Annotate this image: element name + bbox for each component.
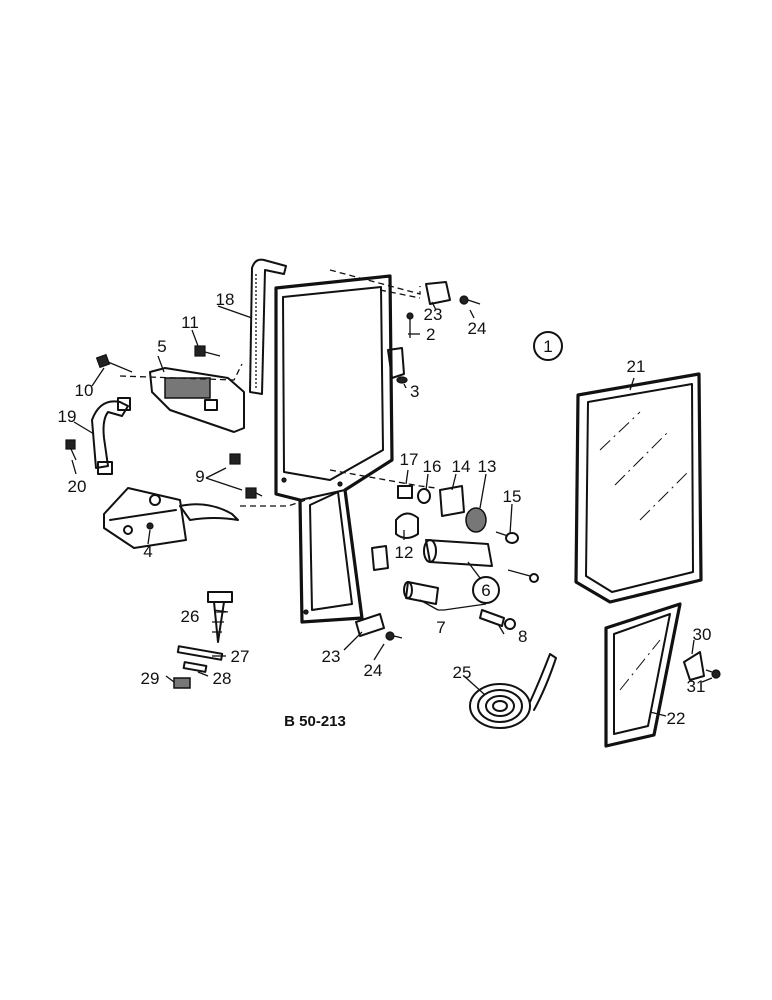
callout-11: 11 [181,313,199,332]
callout-31: 31 [687,677,706,696]
callout-24-lower: 24 [364,661,383,680]
group-number-circle [533,331,563,361]
door-frame [274,274,394,624]
window-glass-22 [604,602,682,748]
callout-16: 16 [423,457,442,476]
group-number-label: 1 [543,337,552,356]
callout-6: 6 [481,581,490,600]
callout-8: 8 [518,627,527,646]
leader-lines [71,301,713,717]
callout-9: 9 [195,467,204,486]
latch-assembly-4 [103,487,239,549]
callout-23-upper: 23 [424,305,443,324]
callout-25: 25 [453,663,472,682]
callout-26: 26 [181,607,200,626]
callout-27: 27 [231,647,250,666]
callout-6-circle [472,576,500,604]
drawing-code: B 50-213 [284,713,346,730]
callout-13: 13 [478,457,497,476]
callout-4: 4 [143,542,152,561]
callout-18: 18 [216,290,235,309]
callout-23-lower: 23 [322,647,341,666]
callout-10: 10 [75,381,94,400]
callout-17: 17 [400,450,419,469]
callout-19: 19 [58,407,77,426]
window-glass-21 [574,372,703,604]
callout-labels: 1 2 3 4 5 6 7 8 9 10 11 12 13 14 15 16 1… [58,290,712,728]
seal-strip-18 [249,258,287,395]
callout-2: 2 [426,325,435,344]
callout-30: 30 [693,625,712,644]
callout-15: 15 [503,487,522,506]
callout-24-upper: 24 [468,319,487,338]
alignment-lines [119,269,437,507]
fastener-parts [65,281,721,689]
callout-5: 5 [157,337,166,356]
callout-12: 12 [395,543,414,562]
callout-3: 3 [410,382,419,401]
callout-7: 7 [436,618,445,637]
callout-14: 14 [452,457,471,476]
grab-handle-19 [91,397,131,475]
callout-20: 20 [68,477,87,496]
seal-roll-25 [469,653,557,729]
callout-22: 22 [667,709,686,728]
lock-body-5 [149,367,245,433]
callout-28: 28 [213,669,232,688]
callout-29: 29 [141,669,160,688]
callout-21: 21 [627,357,646,376]
